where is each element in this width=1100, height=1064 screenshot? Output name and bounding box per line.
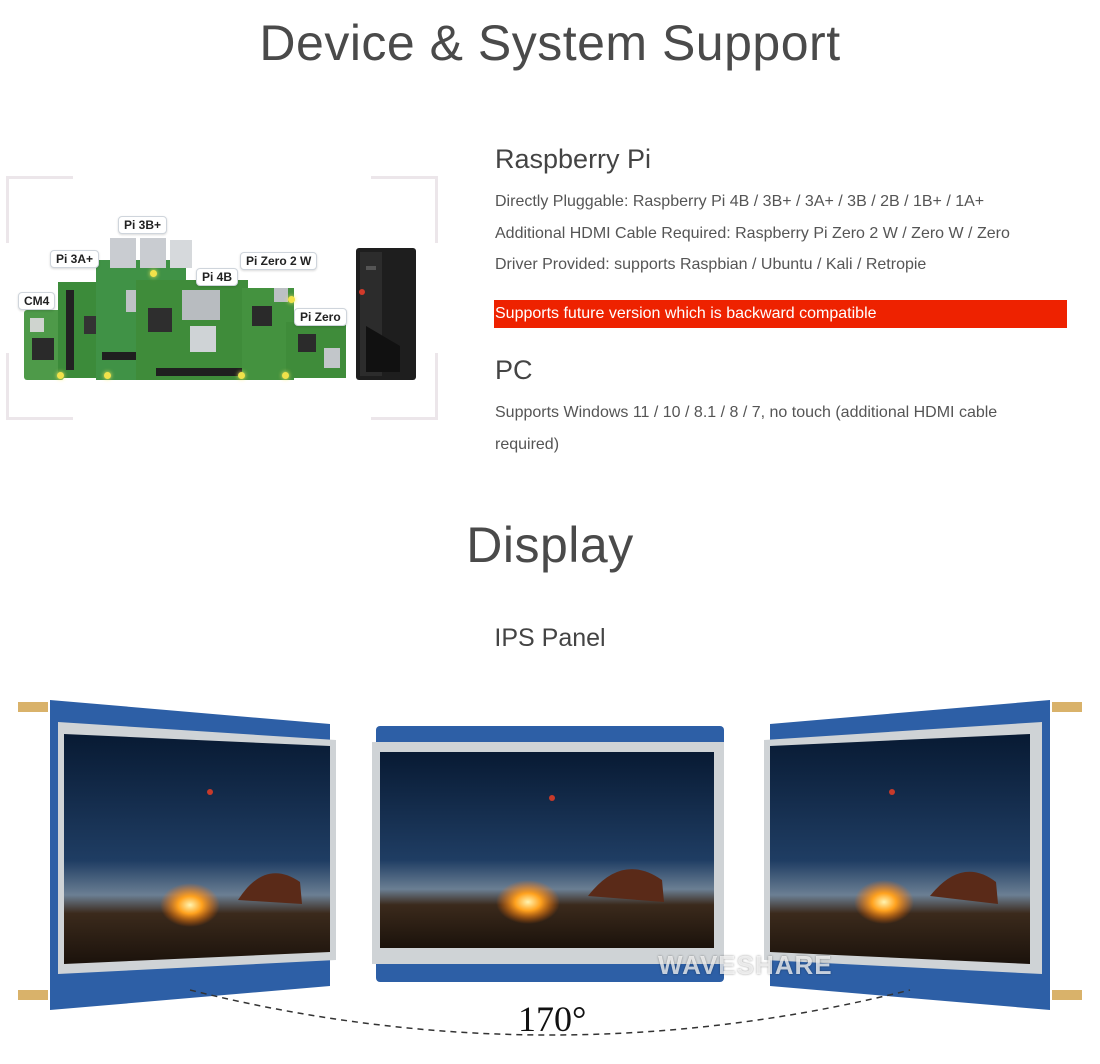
label-pi-zero-2w: Pi Zero 2 W xyxy=(240,252,318,270)
frame-corner-tr xyxy=(371,176,438,243)
pc-heading: PC xyxy=(495,355,533,385)
angle-arc xyxy=(189,989,911,1036)
label-pi-zero: Pi Zero xyxy=(294,308,347,326)
label-pi-3b-plus: Pi 3B+ xyxy=(118,216,168,234)
ips-panel-subtitle: IPS Panel xyxy=(494,624,606,652)
screens-illustration xyxy=(18,700,1082,1036)
display-title: Display xyxy=(466,517,634,573)
label-cm4: CM4 xyxy=(18,292,56,310)
highlight-dot xyxy=(150,270,157,277)
label-pi-3a-plus: Pi 3A+ xyxy=(50,250,100,268)
highlight-dot xyxy=(104,372,111,379)
raspberry-pi-line-3: Driver Provided: supports Raspbian / Ubu… xyxy=(495,256,927,273)
raspberry-pi-line-2: Additional HDMI Cable Required: Raspberr… xyxy=(495,225,1010,242)
backward-compatible-banner: Supports future version which is backwar… xyxy=(494,300,1067,328)
highlight-dot xyxy=(238,372,245,379)
pc-line-2: required) xyxy=(495,436,560,453)
highlight-dot xyxy=(282,372,289,379)
device-illustration: Pi 3B+ Pi 3A+ Pi 4B Pi Zero 2 W CM4 Pi Z… xyxy=(6,176,438,420)
frame-corner-tl xyxy=(6,176,73,243)
frame-corner-bl xyxy=(6,353,73,420)
screen-left-icon xyxy=(18,700,336,1010)
viewing-angle-label: 170° xyxy=(518,999,587,1039)
label-pi-4b: Pi 4B xyxy=(196,268,239,286)
screen-right-icon xyxy=(764,700,1082,1010)
frame-corner-br xyxy=(371,353,438,420)
raspberry-pi-heading: Raspberry Pi xyxy=(495,144,652,174)
raspberry-pi-line-1: Directly Pluggable: Raspberry Pi 4B / 3B… xyxy=(495,193,985,210)
pc-line-1: Supports Windows 11 / 10 / 8.1 / 8 / 7, … xyxy=(495,404,998,421)
waveshare-watermark: WAVESHARE xyxy=(658,950,833,980)
device-system-title: Device & System Support xyxy=(259,15,841,71)
highlight-dot xyxy=(57,372,64,379)
raspberry-boards-icon xyxy=(24,238,416,380)
screen-center-icon xyxy=(372,726,724,982)
highlight-dot xyxy=(288,296,295,303)
